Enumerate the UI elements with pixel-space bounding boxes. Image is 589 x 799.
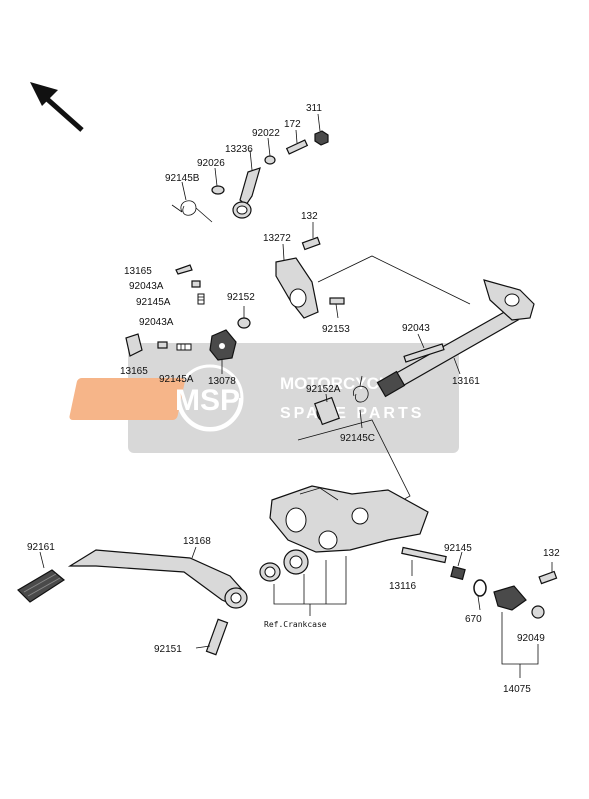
watermark-line1: MOTORCYCLE (280, 374, 401, 393)
part-92153-bolt (329, 297, 345, 319)
label-92145A-bot: 92145A (159, 374, 194, 385)
label-92043A-mid: 92043A (139, 317, 174, 328)
part-92145A-top (197, 293, 205, 305)
label-13161: 13161 (452, 376, 480, 387)
part-92026-washer (211, 167, 225, 195)
watermark-logo: MSP (175, 384, 240, 417)
part-bearing (283, 549, 309, 575)
label-311: 311 (306, 103, 322, 114)
part-13165-bot (125, 333, 143, 357)
label-92145A-top: 92145A (136, 297, 171, 308)
part-92022-washer (264, 137, 276, 165)
label-13116: 13116 (389, 581, 417, 592)
label-92043A-top: 92043A (129, 281, 164, 292)
label-132-top: 132 (301, 211, 318, 222)
part-92145-spring (450, 551, 466, 581)
label-172: 172 (284, 119, 301, 130)
label-ref-crankcase: Ref.Crankcase (264, 620, 327, 629)
label-92153: 92153 (322, 324, 350, 335)
label-92145C: 92145C (340, 433, 375, 444)
part-13165-top (175, 264, 193, 275)
part-92161-rubber (17, 551, 66, 603)
part-92043-pin (403, 333, 445, 363)
label-92152A: 92152A (306, 384, 341, 395)
part-92152-washer (237, 306, 251, 329)
part-670-ring (473, 579, 487, 611)
part-labels: 311 172 92022 13236 92026 92145B 132 132… (27, 103, 560, 695)
part-92145C-spring (352, 375, 369, 429)
part-13161-shift-shaft (376, 279, 535, 398)
front-direction-arrow-icon (30, 82, 84, 132)
watermark: MSP MOTORCYCLE SPARE PARTS (69, 343, 459, 453)
part-92145A-bot (176, 343, 192, 351)
part-13168-shift-pedal (67, 546, 248, 609)
label-13272: 13272 (263, 233, 291, 244)
label-92152: 92152 (227, 292, 255, 303)
part-92152A-collar (314, 393, 340, 426)
part-92043A-mid (157, 341, 168, 349)
label-92145B: 92145B (165, 173, 200, 184)
part-13078-stopper (209, 329, 237, 374)
label-13078: 13078 (208, 376, 236, 387)
part-13116-shaft (401, 546, 447, 576)
part-172-bolt (285, 129, 309, 155)
part-311-nut (314, 113, 329, 146)
part-92043A-top (191, 280, 201, 288)
label-92049: 92049 (517, 633, 545, 644)
label-13236: 13236 (225, 144, 253, 155)
label-13165-top: 13165 (124, 266, 152, 277)
label-92022: 92022 (252, 128, 280, 139)
label-132-bot: 132 (543, 548, 560, 559)
label-92161: 92161 (27, 542, 55, 553)
part-92151-bolt (195, 618, 229, 656)
crankcase-section (269, 485, 429, 553)
label-13168: 13168 (183, 536, 211, 547)
label-14075: 14075 (503, 684, 531, 695)
label-92151: 92151 (154, 644, 182, 655)
part-13272-bracket (275, 243, 319, 319)
watermark-line2: SPARE PARTS (280, 405, 424, 422)
label-92145: 92145 (444, 543, 472, 554)
part-seal-ring (259, 562, 281, 582)
part-132-bolt-top (301, 222, 321, 251)
label-13165-bot: 13165 (120, 366, 148, 377)
label-92043: 92043 (402, 323, 430, 334)
part-14075-arm-assembly (493, 562, 558, 619)
part-13236-arm (232, 149, 261, 219)
part-92145B-spring (171, 181, 213, 223)
label-92026: 92026 (197, 158, 225, 169)
label-670: 670 (465, 614, 482, 625)
